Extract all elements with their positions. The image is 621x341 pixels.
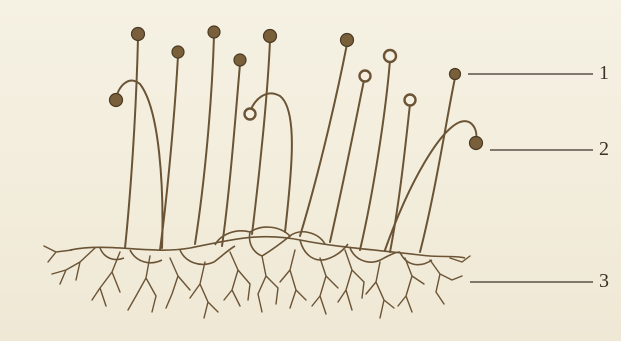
sporangiophores	[116, 36, 476, 252]
sporangia	[110, 26, 483, 150]
leader-lines	[468, 74, 593, 282]
label-1: 1	[599, 62, 609, 85]
label-2: 2	[599, 138, 609, 161]
label-3: 3	[599, 270, 609, 293]
